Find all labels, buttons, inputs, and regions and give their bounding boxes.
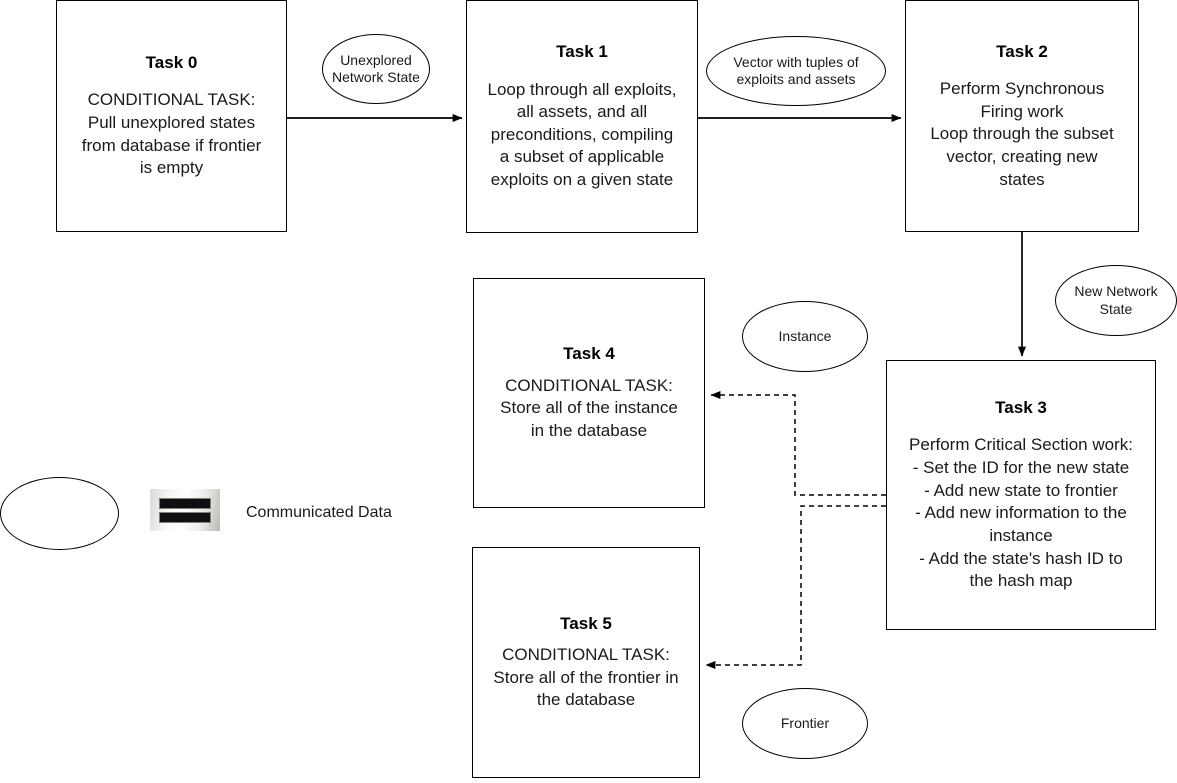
data-label-instance[interactable]: Instance	[742, 301, 868, 372]
node-task-4[interactable]: Task 4 CONDITIONAL TASK: Store all of th…	[473, 278, 705, 508]
data-label-text: Unexplored Network State	[332, 51, 420, 86]
edge-task3-to-task5	[705, 505, 886, 669]
node-task-4-title: Task 4	[563, 344, 615, 364]
edge-task3-to-task4	[710, 391, 886, 496]
node-task-3-title: Task 3	[995, 398, 1047, 418]
node-task-2-title: Task 2	[996, 41, 1048, 61]
data-label-new-network-state[interactable]: New Network State	[1055, 265, 1177, 336]
node-task-1-body: Loop through all exploits, all assets, a…	[487, 79, 677, 190]
equals-icon-bar-top	[159, 498, 211, 508]
data-label-frontier[interactable]: Frontier	[742, 688, 868, 759]
data-label-text: Frontier	[780, 714, 830, 731]
data-label-text: New Network State	[1074, 283, 1158, 317]
data-label-text: Instance	[778, 327, 832, 344]
node-task-2[interactable]: Task 2 Perform Synchronous Firing work L…	[905, 0, 1139, 232]
data-label-vector-tuples[interactable]: Vector with tuples of exploits and asset…	[706, 36, 886, 106]
node-task-0-title: Task 0	[145, 53, 198, 73]
node-task-3[interactable]: Task 3 Perform Critical Section work: - …	[886, 360, 1156, 630]
legend-label-communicated-data: Communicated Data	[246, 504, 392, 521]
node-task-0-body: CONDITIONAL TASK: Pull unexplored states…	[81, 90, 262, 178]
data-label-unexplored-network-state[interactable]: Unexplored Network State	[322, 34, 430, 104]
equals-icon-bar-bottom	[159, 512, 211, 522]
node-task-1[interactable]: Task 1 Loop through all exploits, all as…	[466, 0, 698, 233]
equals-icon	[150, 489, 220, 531]
node-task-2-body: Perform Synchronous Firing work Loop thr…	[930, 79, 1114, 189]
node-task-0[interactable]: Task 0 CONDITIONAL TASK: Pull unexplored…	[56, 0, 287, 232]
node-task-4-body: CONDITIONAL TASK: Store all of the insta…	[500, 375, 678, 440]
node-task-1-title: Task 1	[556, 42, 608, 62]
node-task-5[interactable]: Task 5 CONDITIONAL TASK: Store all of th…	[472, 547, 700, 778]
legend-ellipse-shape	[0, 477, 119, 550]
node-task-5-body: CONDITIONAL TASK: Store all of the front…	[493, 645, 679, 710]
node-task-3-body: Perform Critical Section work: - Set the…	[909, 435, 1133, 591]
data-label-text: Vector with tuples of exploits and asset…	[733, 53, 859, 88]
node-task-5-title: Task 5	[560, 613, 612, 633]
